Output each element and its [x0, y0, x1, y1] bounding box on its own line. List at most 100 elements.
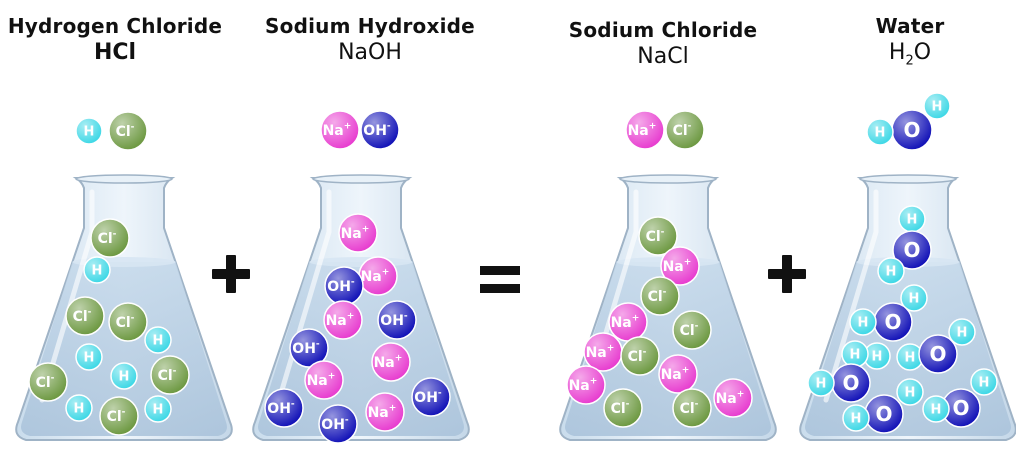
ion-h: H — [866, 118, 894, 146]
svg-text:O: O — [884, 310, 901, 334]
svg-text:Cl-: Cl- — [116, 314, 135, 331]
ion-h: H — [75, 343, 103, 371]
svg-text:H: H — [153, 334, 164, 349]
ion-h: H — [144, 326, 172, 354]
svg-text:H: H — [932, 100, 943, 115]
title-hcl: Hydrogen Chloride HCl — [0, 14, 230, 65]
ion-cl: Cl- — [672, 310, 712, 350]
ion-oh: OH- — [411, 377, 451, 417]
ion-h: H — [948, 318, 976, 346]
ion-h: H — [110, 362, 138, 390]
ion-cl: Cl- — [638, 216, 678, 256]
svg-text:Cl-: Cl- — [116, 123, 135, 140]
compound-name: Water — [875, 14, 945, 38]
compound-name: Sodium Chloride — [568, 18, 758, 42]
svg-text:H: H — [905, 386, 916, 401]
ion-h: H — [841, 340, 869, 368]
svg-text:OH-: OH- — [292, 340, 320, 357]
svg-text:OH-: OH- — [321, 416, 349, 433]
svg-text:H: H — [850, 348, 861, 363]
compound-formula: NaOH — [338, 40, 402, 65]
ion-cl: Cl- — [620, 336, 660, 376]
svg-text:OH-: OH- — [327, 278, 355, 295]
ion-oh: OH- — [324, 266, 364, 306]
svg-text:H: H — [816, 377, 827, 392]
ion-cl: Cl- — [108, 302, 148, 342]
svg-text:Cl-: Cl- — [628, 348, 647, 365]
svg-text:H: H — [909, 292, 920, 307]
ion-cl: Cl- — [665, 110, 705, 150]
title-nacl: Sodium Chloride NaCl — [548, 18, 778, 69]
ion-oh: OH- — [264, 388, 304, 428]
svg-text:Cl-: Cl- — [158, 367, 177, 384]
svg-text:OH-: OH- — [414, 389, 442, 406]
svg-text:H: H — [858, 316, 869, 331]
svg-text:H: H — [886, 265, 897, 280]
compound-formula: NaCl — [637, 44, 689, 69]
svg-text:H: H — [957, 326, 968, 341]
ion-cl: Cl- — [28, 362, 68, 402]
ion-o: O — [831, 363, 871, 403]
equals-operator — [480, 266, 520, 293]
ion-h: H — [75, 117, 103, 145]
svg-text:H: H — [851, 412, 862, 427]
svg-text:O: O — [952, 396, 969, 420]
compound-formula: HCl — [93, 40, 137, 65]
svg-text:H: H — [84, 351, 95, 366]
ion-na: Na+ — [566, 365, 606, 405]
ion-na: Na+ — [358, 256, 398, 296]
svg-text:OH-: OH- — [363, 122, 391, 139]
plus-operator-1 — [212, 255, 250, 293]
svg-text:H: H — [84, 125, 95, 140]
ion-na: Na+ — [338, 213, 378, 253]
svg-text:H: H — [979, 376, 990, 391]
ion-na: Na+ — [660, 246, 700, 286]
ion-cl: Cl- — [65, 296, 105, 336]
ion-na: Na+ — [608, 302, 648, 342]
ion-h: H — [144, 395, 172, 423]
svg-text:H: H — [905, 351, 916, 366]
svg-text:Cl-: Cl- — [73, 308, 92, 325]
ion-o: O — [892, 230, 932, 270]
title-naoh: Sodium Hydroxide NaOH — [255, 14, 485, 65]
ion-oh: OH- — [360, 110, 400, 150]
svg-text:Cl-: Cl- — [36, 374, 55, 391]
ion-cl: Cl- — [90, 218, 130, 258]
svg-text:Cl-: Cl- — [611, 400, 630, 417]
ion-h: H — [877, 257, 905, 285]
ion-h: H — [842, 404, 870, 432]
svg-text:O: O — [875, 402, 892, 426]
flask-rim — [75, 174, 173, 184]
svg-text:H: H — [931, 403, 942, 418]
ion-na: Na+ — [365, 392, 405, 432]
svg-text:Cl-: Cl- — [98, 230, 117, 247]
svg-text:H: H — [153, 403, 164, 418]
svg-text:OH-: OH- — [380, 312, 408, 329]
svg-text:O: O — [929, 342, 946, 366]
svg-text:Cl-: Cl- — [648, 288, 667, 305]
svg-text:H: H — [907, 213, 918, 228]
ion-na: Na+ — [304, 360, 344, 400]
ion-o: O — [864, 394, 904, 434]
ion-cl: Cl- — [108, 111, 148, 151]
flask-rim — [859, 174, 957, 184]
svg-text:O: O — [903, 238, 920, 262]
svg-text:Cl-: Cl- — [646, 228, 665, 245]
svg-text:O: O — [903, 118, 920, 142]
svg-text:OH-: OH- — [267, 400, 295, 417]
ion-h: H — [807, 369, 835, 397]
ion-oh: OH- — [377, 300, 417, 340]
ion-o: O — [941, 388, 981, 428]
ion-h: H — [863, 342, 891, 370]
ion-h: H — [923, 92, 951, 120]
ion-na: Na+ — [323, 300, 363, 340]
svg-text:H: H — [119, 370, 130, 385]
ion-oh: OH- — [289, 328, 329, 368]
svg-text:H: H — [92, 264, 103, 279]
ion-h: H — [970, 368, 998, 396]
flask-highlight — [823, 189, 879, 403]
ion-h: H — [900, 284, 928, 312]
ion-h: H — [83, 256, 111, 284]
